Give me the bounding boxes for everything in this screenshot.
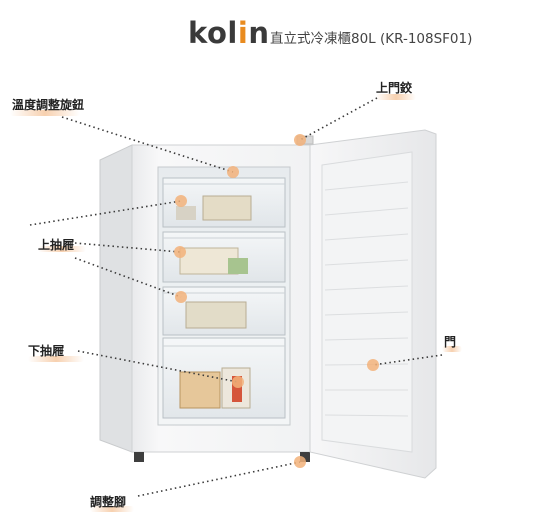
marker-drawer-1 [175,195,187,207]
model-title: 直立式冷凍櫃80L (KR-108SF01) [270,31,473,47]
label-lower-drawer: 下抽屜 [28,344,65,358]
marker-adjust-foot [294,456,306,468]
label-swash [376,94,416,100]
label-swash [10,110,80,116]
marker-door [367,359,379,371]
marker-temp-knob [227,166,239,178]
label-swash [90,506,134,512]
label-swash [28,356,84,362]
marker-drawer-2 [174,246,186,258]
label-adjust-foot: 調整腳 [90,495,127,509]
label-swash [442,346,462,352]
drawer-1 [162,177,286,228]
markers [174,134,379,468]
marker-upper-hinge [294,134,306,146]
foot-right [300,452,310,462]
label-swash [38,246,86,252]
drawer-4 [162,337,286,419]
label-upper-hinge: 上門鉸 [376,81,413,95]
marker-lower-drawer [232,376,244,388]
brand-logo: kolin [188,16,270,50]
label-temp-knob: 溫度調整旋鈕 [12,98,85,112]
foot-left [134,452,144,462]
marker-drawer-3 [175,291,187,303]
label-door: 門 [444,335,457,349]
cabinet-side [99,144,133,453]
leader-lines [29,97,443,497]
drawer-2 [162,231,286,283]
label-upper-drawer: 上抽屜 [38,238,75,252]
